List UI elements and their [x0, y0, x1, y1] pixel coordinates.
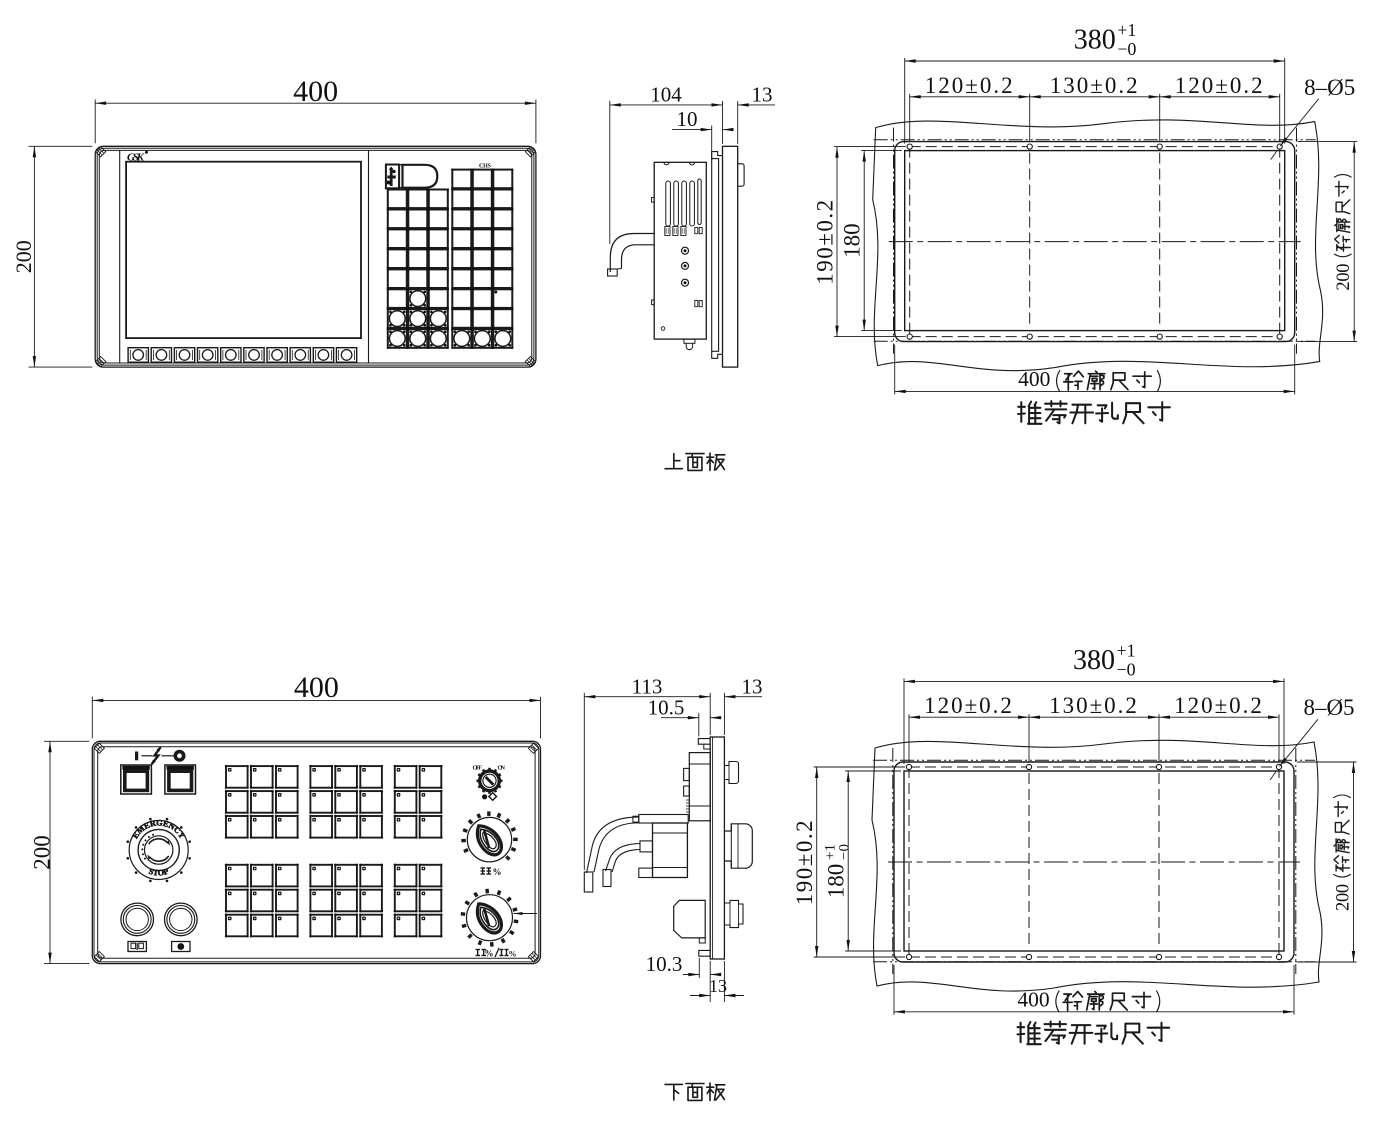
svg-text:CHS: CHS [479, 164, 492, 170]
svg-text:400: 400 [1018, 367, 1050, 391]
svg-text:OFF: OFF [473, 765, 483, 772]
svg-text:10.3: 10.3 [646, 952, 683, 976]
svg-text:130±0.2: 130±0.2 [1049, 693, 1139, 718]
svg-text:+1: +1 [1117, 20, 1136, 40]
svg-text:ON: ON [498, 765, 506, 772]
svg-text:%: % [493, 867, 502, 877]
svg-text:−0: −0 [1117, 39, 1136, 59]
svg-text:−0: −0 [837, 844, 853, 860]
svg-text:180: 180 [824, 864, 849, 899]
svg-text:120±0.2: 120±0.2 [1174, 693, 1264, 718]
svg-text:8–Ø5: 8–Ø5 [1304, 75, 1355, 100]
svg-text:120±0.2: 120±0.2 [925, 73, 1015, 98]
svg-text:%: % [485, 949, 494, 959]
svg-text:200: 200 [1334, 884, 1354, 911]
svg-text:104: 104 [650, 83, 682, 107]
svg-text:380: 380 [1074, 24, 1116, 55]
svg-text:%: % [509, 950, 517, 959]
svg-text:13: 13 [709, 976, 727, 996]
svg-text:+1: +1 [1117, 640, 1136, 660]
svg-text:−0: −0 [1117, 659, 1136, 679]
svg-text:400: 400 [293, 75, 338, 108]
svg-text:400: 400 [1017, 987, 1049, 1011]
svg-text:200: 200 [1334, 264, 1354, 291]
svg-text:120±0.2: 120±0.2 [1175, 73, 1265, 98]
svg-text:190±0.2: 190±0.2 [813, 198, 838, 284]
svg-text:180: 180 [840, 223, 865, 258]
svg-text:10: 10 [677, 107, 698, 131]
svg-text:380: 380 [1073, 645, 1115, 676]
svg-text:8–Ø5: 8–Ø5 [1303, 695, 1354, 720]
svg-text:400: 400 [294, 671, 339, 704]
svg-text:10.5: 10.5 [648, 695, 685, 719]
svg-text:200: 200 [11, 240, 36, 273]
svg-text:13: 13 [752, 83, 773, 107]
svg-text:13: 13 [742, 674, 763, 698]
svg-text:190±0.2: 190±0.2 [792, 819, 817, 905]
svg-text:130±0.2: 130±0.2 [1050, 73, 1140, 98]
svg-text:120±0.2: 120±0.2 [924, 693, 1014, 718]
svg-text:200: 200 [30, 835, 55, 870]
